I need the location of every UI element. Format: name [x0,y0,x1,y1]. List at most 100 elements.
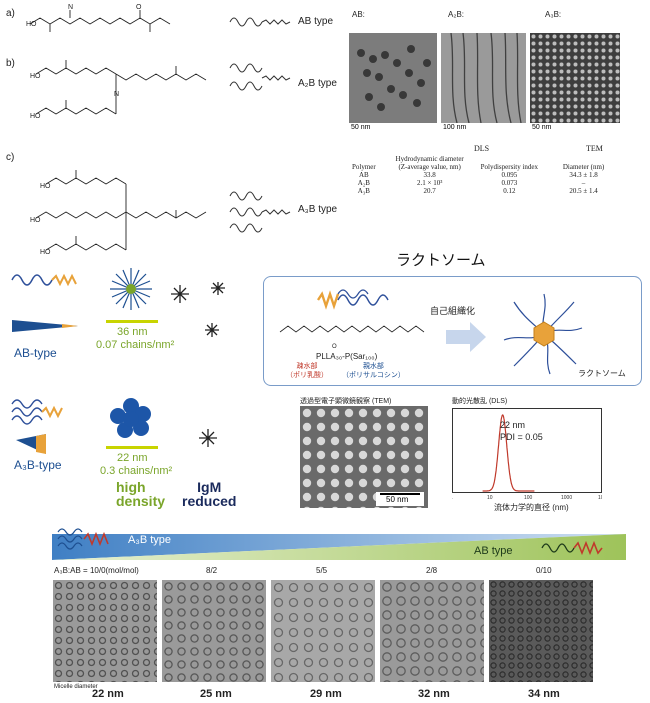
ratio-image-1 [162,580,266,682]
col-hd: Hydrodynamic diameter (Z-average value, … [395,155,464,171]
svg-text:HO: HO [30,113,41,120]
ab-gradient-icon [541,540,603,556]
cell-pdi: 0.12 [503,187,516,195]
dls-size: 22 nm [500,420,526,430]
hydrophobic-word: 疎水部 [296,363,318,370]
tem-a2b-fibers [450,33,522,123]
ratio-image-1-particles [162,580,266,682]
dls-plot: 110100100010000 [452,408,602,500]
cell-polymer: AB [359,171,369,179]
polymer-type-icons [229,17,291,233]
ratio-image-2-particles [271,580,375,682]
a3b-size: 22 nm [117,452,148,464]
svg-text:N: N [114,91,119,98]
lactosome-structure: O [279,325,425,350]
cell-tem: 34.3 ± 1.8 [569,171,598,179]
cell-hd: 2.1 × 10³ [417,179,443,187]
tem-header: TEM [586,144,603,153]
a3b-size-bar [106,446,158,449]
ab-micelle-icon [110,268,152,310]
dls-table-head-row: Polymer Hydrodynamic diameter (Z-average… [338,155,618,171]
ab-type-name: AB-type [14,346,57,360]
ratio-image-2 [271,580,375,682]
hydrophilic-sub: （ポリサルコシン） [342,372,405,379]
dls-table: Polymer Hydrodynamic diameter (Z-average… [338,155,618,195]
lactosome-title: ラクトソーム [396,252,486,269]
ratio-image-0 [53,580,157,682]
reduced-word: reduced [182,493,237,509]
tem-a2b-scale: 100 nm [441,124,469,131]
a3b-density: 0.3 chains/nm² [100,465,173,477]
ratio-image-0-particles [53,580,157,682]
tem-ab-particles [357,45,431,111]
ratio-label-4: 0/10 [536,566,552,575]
gradient-a3b-label: A₃B type [128,534,172,546]
tem-mid-scale-bar [380,493,420,495]
igm-reduced-label: IgM reduced [182,480,236,508]
ab-polymer-schematic [11,273,78,332]
diameter-0: 22 nm [92,688,124,700]
ratio-image-4 [489,580,593,682]
hydrophobic-sub: （ポリ乳酸） [286,372,328,379]
micelle-diameter-label: Micelle diameter [54,684,98,690]
tem-mid-scale-box [376,492,424,506]
tem-a3b-dots [530,33,620,123]
tem-mid-title: 透過型電子顕微鏡観察 (TEM) [300,398,392,405]
ab-size: 36 nm [117,326,148,338]
ratio-label-3: 2/8 [426,566,438,575]
cell-pdi: 0.095 [501,171,518,179]
dls-tick-label: 10 [487,495,493,500]
ab-density: 0.07 chains/nm² [96,339,175,351]
tem-ab-scale: 50 nm [349,124,373,131]
svg-text:HO: HO [40,183,51,190]
dls-pdi: PDI = 0.05 [500,432,543,442]
ratio-image-3 [380,580,484,682]
tem-mid-image: 50 nm [300,406,428,508]
panel-label-c: c) [6,152,15,163]
arrow-icon [446,322,486,352]
tem-mid-particles [300,406,428,508]
svg-text:O: O [136,4,142,11]
panel-label-b: b) [6,58,15,69]
hydrophilic-word: 親水部 [362,363,384,370]
svg-text:HO: HO [26,21,37,28]
self-assembly-label: 自己組織化 [430,306,476,316]
density-word: density [116,493,166,509]
ratio-label-0: A₃B:AB = 10/0(mol/mol) [54,566,139,575]
dls-plot-title: 動的光散乱 (DLS) [452,398,508,405]
svg-text:HO: HO [30,217,41,224]
cell-polymer: A₂B [357,179,370,187]
lactosome-product-label: ラクトソーム [578,369,626,378]
table-row: AB 33.8 0.095 34.3 ± 1.8 [338,171,618,179]
tem-a3b-scale: 50 nm [530,124,554,131]
svg-text:N: N [68,4,73,11]
lactosome-polymer-icon [317,289,389,310]
col-tem: Diameter (nm) [562,163,605,171]
col-polymer: Polymer [352,163,376,171]
dls-tick-label: 1 [452,495,453,500]
gradient-bar [52,534,626,560]
a3b-type-label: A₃B type [298,204,338,215]
dls-xlabel: 流体力学的直径 (nm) [494,503,569,512]
diameter-1: 25 nm [200,688,232,700]
dls-tick-label: 1000 [561,495,572,500]
tem-a2b-label: A₂B: [448,10,464,19]
table-row: A₂B 2.1 × 10³ 0.073 – [338,179,618,187]
ab-size-bar [106,320,158,323]
cell-tem: – [581,179,586,187]
ratio-image-4-particles [489,580,593,682]
lactosome-box [263,276,642,386]
igm-word: IgM [197,479,222,495]
antibody-icons-ab [171,282,225,337]
a3b-gradient-icon [57,528,109,550]
dls-header: DLS [474,144,490,153]
antibody-icon-a3b [199,429,217,447]
tem-image-a2b [441,33,526,123]
a2b-type-label: A₂B type [298,78,337,89]
diameter-3: 32 nm [418,688,450,700]
a3b-polymer-schematic [11,399,63,454]
gradient-ab-label: AB type [474,545,513,557]
hydrophobic-label: 疎水部 （ポリ乳酸） [286,362,328,380]
svg-text:O: O [332,344,337,350]
